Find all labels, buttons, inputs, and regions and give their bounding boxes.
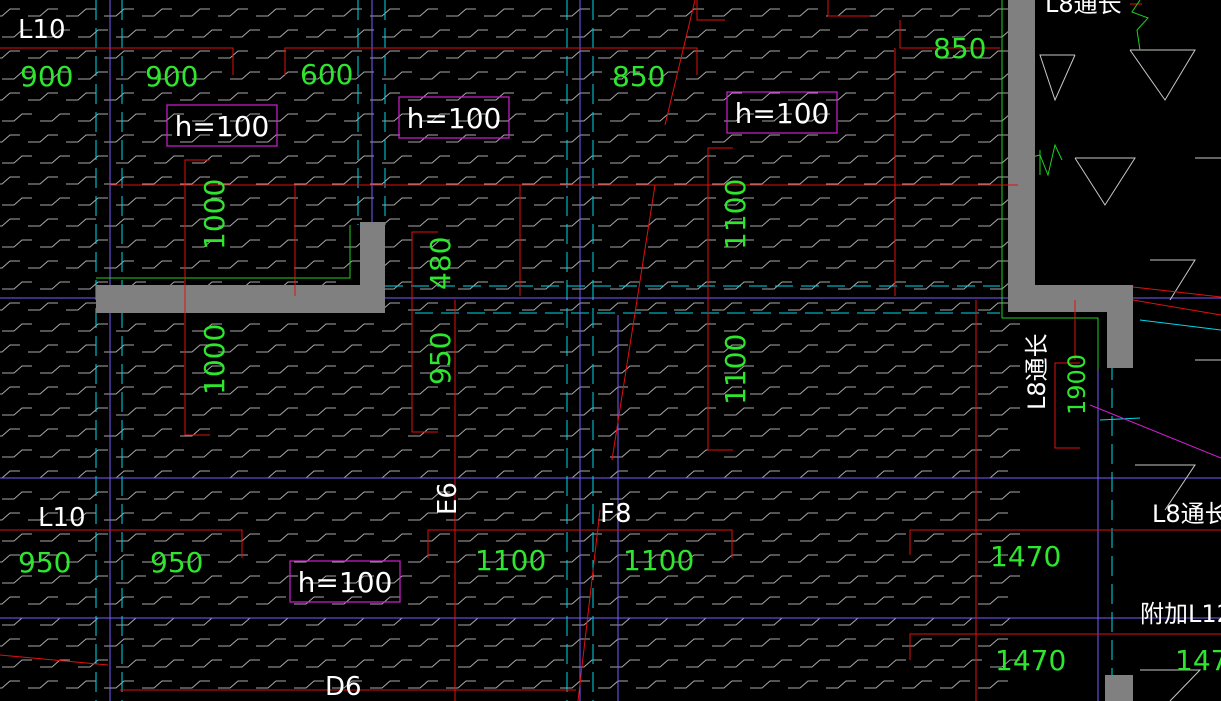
dim-1470b: 1470 <box>995 644 1066 677</box>
dim-1100b: 1100 <box>623 544 694 577</box>
slab-hatch <box>0 8 1020 689</box>
dim-1100a: 1100 <box>475 544 546 577</box>
dim-900b: 900 <box>145 60 198 93</box>
right-edge-symbols <box>1039 49 1221 701</box>
label-L10-top: L10 <box>18 15 66 45</box>
label-L8-right: L8通长 <box>1152 500 1221 528</box>
h-box-4 <box>289 560 401 603</box>
label-D6: D6 <box>325 672 362 701</box>
dim-1100va: 1100 <box>719 179 752 250</box>
h-boxes <box>166 91 838 603</box>
dim-1000b: 1000 <box>198 324 231 395</box>
label-extra-L12: 附加L12 <box>1140 600 1221 628</box>
h-box-3 <box>726 91 838 134</box>
h-box-1-text: h=100 <box>175 110 270 143</box>
cyan-diagonals <box>1099 319 1221 421</box>
dim-600: 600 <box>300 58 353 91</box>
h-box-1 <box>166 104 278 147</box>
wall-section <box>96 0 1133 701</box>
dim-1470a: 1470 <box>990 540 1061 573</box>
box-texts: h=100 h=100 h=100 h=100 <box>175 97 830 599</box>
dim-1100vb: 1100 <box>719 334 752 405</box>
h-box-2-text: h=100 <box>407 102 502 135</box>
dim-950a: 950 <box>18 546 71 579</box>
dim-950b: 950 <box>150 546 203 579</box>
dimension-texts: 900 900 600 850 850 950 950 1100 1100 14… <box>18 32 1221 677</box>
dim-1000a: 1000 <box>198 179 231 250</box>
red-break-symbol <box>1131 0 1149 51</box>
dim-1900: 1900 <box>1063 354 1091 415</box>
label-F8: F8 <box>600 499 632 529</box>
dim-850a: 850 <box>612 60 665 93</box>
white-labels: L10 L8通长 L10 F8 L8通长 附加L12 D6 E6 L8通长 <box>18 0 1221 701</box>
h-box-2 <box>398 96 510 139</box>
dim-950v: 950 <box>424 332 457 385</box>
dim-850b: 850 <box>933 32 986 65</box>
dim-1470c: 1470 <box>1175 644 1221 677</box>
h-box-3-text: h=100 <box>735 97 830 130</box>
h-box-4-text: h=100 <box>298 566 393 599</box>
dim-480: 480 <box>424 237 457 290</box>
magenta-diagonal <box>1089 404 1221 459</box>
label-E6: E6 <box>433 482 463 515</box>
label-L8-vertical: L8通长 <box>1023 333 1051 410</box>
dim-900a: 900 <box>20 60 73 93</box>
label-L10-mid: L10 <box>38 503 86 533</box>
label-L8-top: L8通长 <box>1045 0 1122 18</box>
